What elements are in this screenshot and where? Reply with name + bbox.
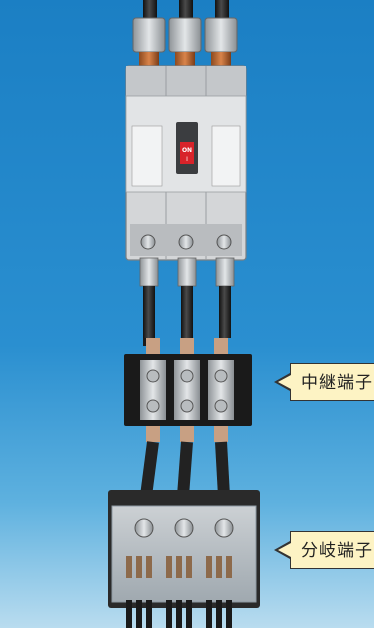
relay-terminal-block	[124, 354, 252, 426]
switch-on-text: ON	[182, 147, 192, 154]
top-lugs	[132, 17, 238, 68]
switch-on-mark: I	[186, 156, 188, 163]
top-cables	[143, 0, 229, 22]
branch-terminal-callout: 分岐端子	[290, 531, 374, 569]
cables-to-relay	[143, 286, 231, 356]
cables-to-branch	[140, 426, 230, 497]
branch-callout-pointer-fill	[278, 542, 291, 557]
relay-terminal-callout: 中継端子	[290, 363, 374, 401]
circuit-breaker: ON I	[125, 65, 247, 261]
relay-terminal-label: 中継端子	[301, 373, 373, 393]
branch-terminal-label: 分岐端子	[301, 541, 373, 561]
branch-terminal-block	[108, 490, 260, 628]
breaker-output-lugs	[139, 257, 235, 287]
relay-callout-pointer-fill	[278, 374, 291, 389]
